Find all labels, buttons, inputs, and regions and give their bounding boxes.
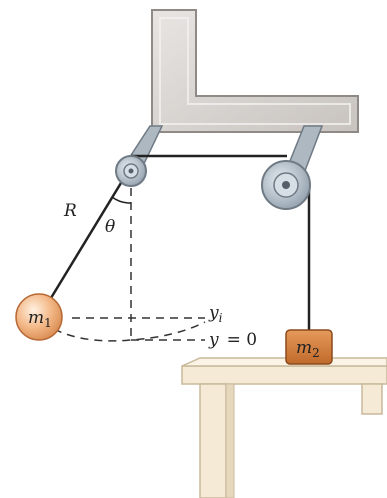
right-pulley: [261, 160, 311, 210]
y-equals-zero-label: y= 0: [208, 330, 257, 350]
radius-label: R: [63, 201, 77, 221]
support-frame: [151, 9, 359, 133]
left-pulley: [115, 155, 147, 187]
table: [181, 357, 387, 498]
mass-2-block: m2: [285, 329, 333, 365]
yi-label: yi: [208, 303, 223, 325]
pendulum-string: [49, 177, 126, 299]
mass-2-label: m2: [296, 338, 320, 360]
swing-arc: [41, 321, 206, 342]
mass-1-ball: m1: [15, 293, 63, 341]
mass-1-label: m1: [28, 308, 52, 330]
theta-arc: [111, 196, 132, 204]
theta-label: θ: [105, 217, 115, 237]
